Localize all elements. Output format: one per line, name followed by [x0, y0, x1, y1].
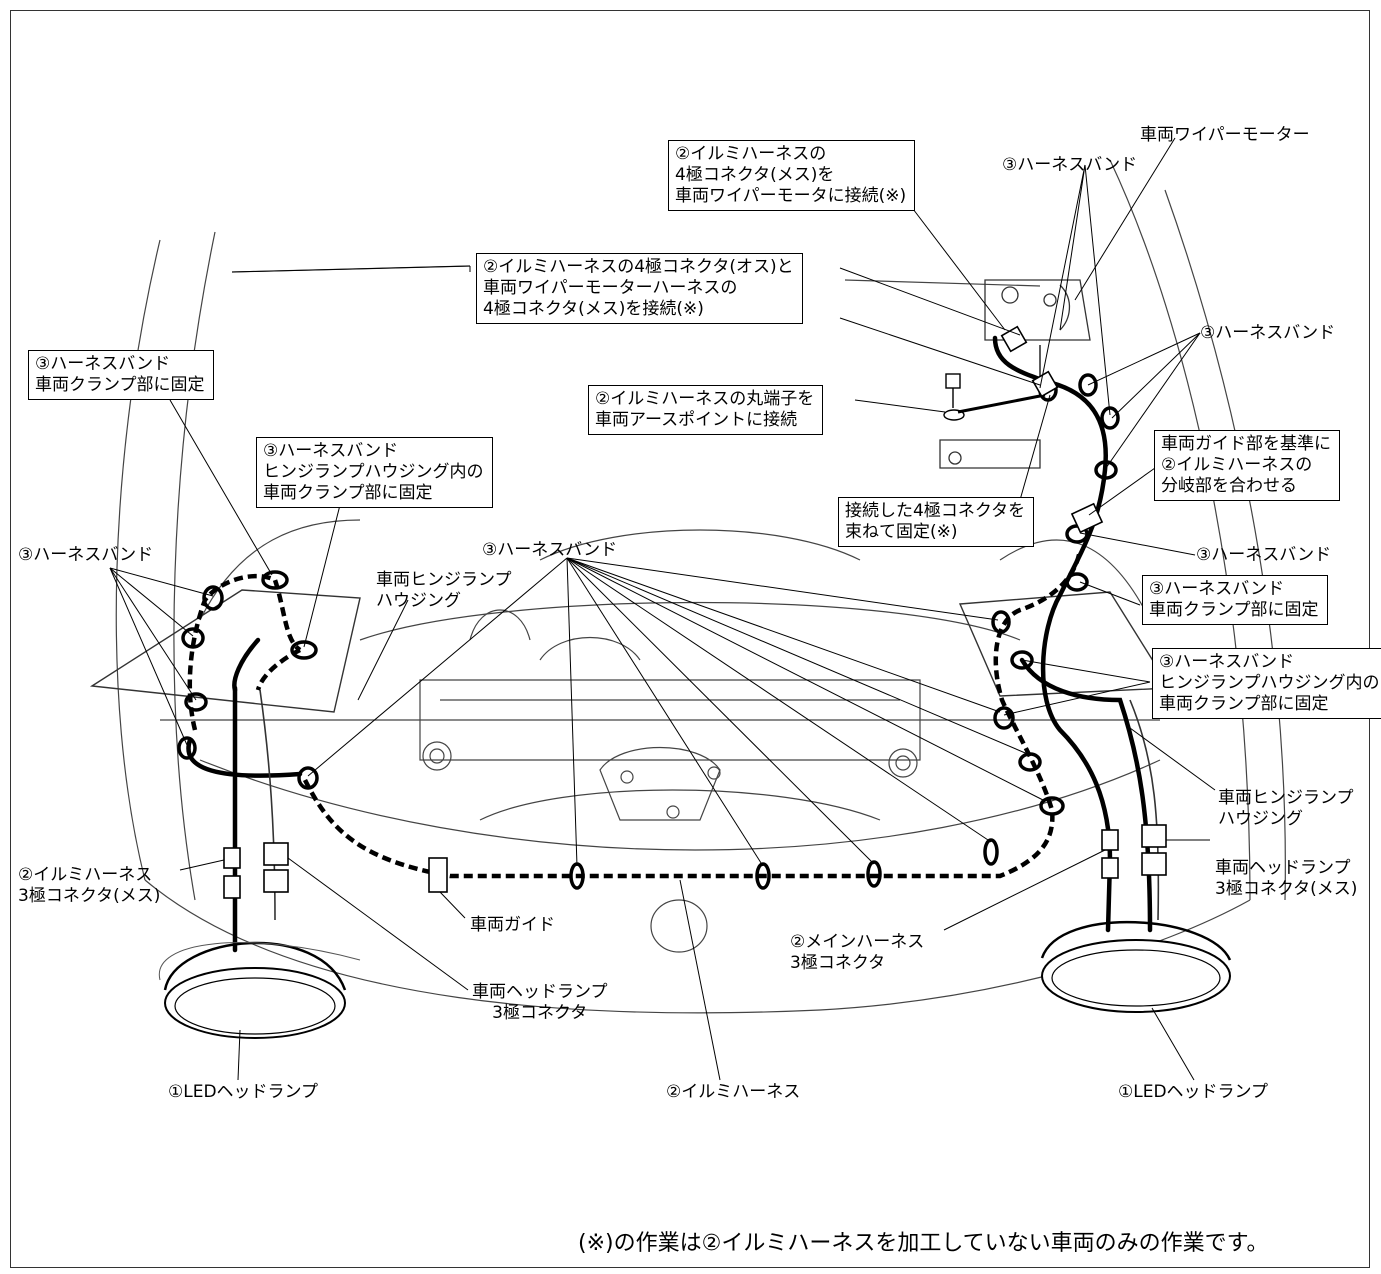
label-main-3pin: ②メインハーネス 3極コネクタ — [790, 932, 925, 973]
harness-dashed — [187, 549, 1083, 879]
label-band-right-top: ③ハーネスバンド — [1200, 323, 1336, 343]
led-headlamp-right — [1040, 921, 1232, 1013]
label-band-right-mid: ③ハーネスバンド — [1196, 545, 1332, 565]
callout-band-clamp-right: ③ハーネスバンド 車両クランプ部に固定 — [1142, 575, 1328, 625]
label-band-center: ③ハーネスバンド — [482, 540, 618, 560]
label-hinge-housing-left: 車両ヒンジランプ ハウジング — [376, 570, 512, 611]
label-illumi-3pin-female: ②イルミハーネス 3極コネクタ(メス) — [18, 865, 161, 906]
callout-connect-4pin-wiper: ②イルミハーネスの 4極コネクタ(メス)を 車両ワイパーモータに接続(※) — [668, 140, 916, 211]
label-head-3pin: 車両ヘッドランプ 3極コネクタ — [472, 982, 608, 1023]
label-head-3pin-female: 車両ヘッドランプ 3極コネクタ(メス) — [1215, 858, 1358, 899]
label-band-top: ③ハーネスバンド — [1002, 155, 1138, 175]
callout-band-hinge-right: ③ハーネスバンド ヒンジランプハウジング内の 車両クランプ部に固定 — [1152, 648, 1381, 719]
diagram-frame — [10, 10, 1370, 1268]
vehicle-outline — [115, 159, 1286, 1014]
wiper-motor — [939, 279, 1091, 469]
label-illumi-harness: ②イルミハーネス — [666, 1082, 801, 1102]
callout-ground: ②イルミハーネスの丸端子を 車両アースポイントに接続 — [588, 385, 824, 435]
footnote: (※)の作業は②イルミハーネスを加工していない車両のみの作業です。 — [578, 1231, 1269, 1256]
label-band-left: ③ハーネスバンド — [18, 545, 154, 565]
callout-connect-4pin-harness: ②イルミハーネスの4極コネクタ(オス)と 車両ワイパーモーターハーネスの 4極コ… — [476, 253, 803, 324]
label-led-right: ①LEDヘッドランプ — [1118, 1082, 1269, 1102]
callout-bundle-4pin: 接続した4極コネクタを 束ねて固定(※) — [838, 497, 1035, 547]
callout-band-clamp-left: ③ハーネスバンド 車両クランプ部に固定 — [28, 350, 214, 400]
led-headlamp-left — [158, 941, 361, 1039]
callout-guide-branch: 車両ガイド部を基準に ②イルミハーネスの 分岐部を合わせる — [1154, 430, 1340, 501]
label-wiper-motor: 車両ワイパーモーター — [1140, 125, 1310, 145]
leader-lines — [109, 137, 1216, 1081]
label-led-left: ①LEDヘッドランプ — [168, 1082, 319, 1102]
label-vehicle-guide: 車両ガイド — [470, 915, 555, 935]
label-hinge-housing-right: 車両ヒンジランプ ハウジング — [1218, 788, 1354, 829]
callout-band-hinge-left: ③ハーネスバンド ヒンジランプハウジング内の 車両クランプ部に固定 — [256, 437, 493, 508]
ground-bolt — [943, 373, 1046, 421]
